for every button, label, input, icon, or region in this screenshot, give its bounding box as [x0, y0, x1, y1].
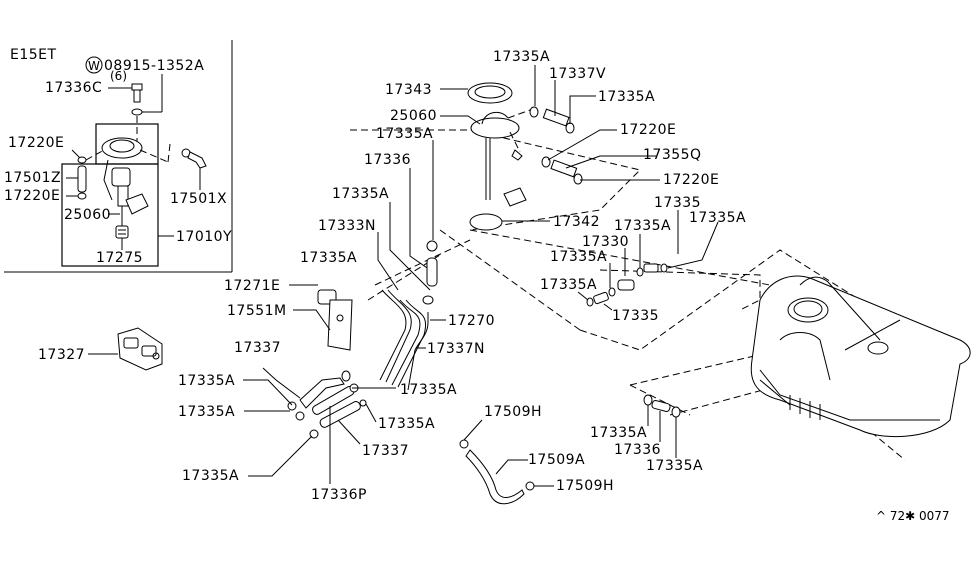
- part-label[interactable]: 17335A: [400, 382, 457, 398]
- part-label[interactable]: 17220E: [663, 172, 719, 188]
- clamp-icon: [77, 156, 87, 164]
- top-parts: [467, 82, 583, 231]
- fuel-tank-icon: [750, 275, 971, 437]
- part-label[interactable]: 17509H: [484, 404, 542, 420]
- screw-icon: [131, 83, 143, 103]
- part-label[interactable]: 17336P: [311, 487, 367, 503]
- part-label[interactable]: 17355Q: [643, 147, 702, 163]
- part-label[interactable]: 17335A: [376, 126, 433, 142]
- part-label[interactable]: 17337: [234, 340, 281, 356]
- part-label[interactable]: 17327: [38, 347, 85, 363]
- part-label[interactable]: 17335A: [550, 249, 607, 265]
- part-label-bolt[interactable]: 08915-1352A: [104, 58, 204, 74]
- lower-hoses: [243, 367, 396, 484]
- part-label[interactable]: 17335A: [300, 250, 357, 266]
- packing-icon: [469, 213, 503, 231]
- engine-code-label: E15ET: [10, 47, 57, 63]
- part-label[interactable]: 17335A: [182, 468, 239, 484]
- fuel-pump-icon: [101, 137, 149, 215]
- vapor-hose-icon: [459, 419, 554, 505]
- part-label-sender[interactable]: 25060: [64, 207, 111, 223]
- washer-icon: [131, 108, 143, 116]
- washer-symbol-icon: [85, 56, 103, 74]
- part-label[interactable]: 17343: [385, 82, 432, 98]
- part-label[interactable]: 17335A: [540, 277, 597, 293]
- part-label[interactable]: 17330: [582, 234, 629, 250]
- part-label[interactable]: 17335: [654, 195, 701, 211]
- tank-hose: [643, 394, 681, 458]
- part-label[interactable]: 17337V: [549, 66, 606, 82]
- part-label[interactable]: 17333N: [318, 218, 376, 234]
- part-label[interactable]: 17335A: [598, 89, 655, 105]
- leaders-top: [377, 65, 660, 291]
- fuel-tubes: [379, 240, 446, 391]
- part-label[interactable]: 17335: [612, 308, 659, 324]
- hose-icon: [77, 165, 87, 193]
- part-label[interactable]: 17336: [364, 152, 411, 168]
- part-label-pump-assembly[interactable]: 17010Y: [176, 229, 232, 245]
- part-label[interactable]: 17271E: [224, 278, 280, 294]
- part-label[interactable]: 17551M: [227, 303, 287, 319]
- part-label[interactable]: 17335A: [493, 49, 550, 65]
- clamp-icon: [77, 192, 87, 200]
- part-label[interactable]: 17335A: [689, 210, 746, 226]
- mounting-bracket-icon: [327, 299, 353, 351]
- fuel-filter-icon: [617, 279, 635, 291]
- part-label-screw[interactable]: 17336C: [45, 80, 102, 96]
- part-label[interactable]: 17335A: [178, 373, 235, 389]
- hose-right-icon: [181, 148, 207, 169]
- part-label-hose-right[interactable]: 17501X: [170, 191, 227, 207]
- part-label[interactable]: 17335A: [378, 416, 435, 432]
- part-label[interactable]: 17509H: [556, 478, 614, 494]
- part-label[interactable]: 25060: [390, 108, 437, 124]
- part-label[interactable]: 17335A: [178, 404, 235, 420]
- part-labels: 17335A 17337V 17335A 17343 25060 17335A …: [38, 49, 950, 523]
- part-label[interactable]: 17335A: [332, 186, 389, 202]
- part-label[interactable]: 17220E: [620, 122, 676, 138]
- washer-symbol: W: [88, 59, 100, 73]
- pump-box-lower: [61, 163, 159, 267]
- part-label[interactable]: 17270: [448, 313, 495, 329]
- part-label-clamp-bottom[interactable]: 17220E: [4, 188, 60, 204]
- part-label[interactable]: 17509A: [528, 452, 585, 468]
- bolt-qty: (6): [110, 69, 127, 83]
- part-label-hose[interactable]: 17501Z: [4, 170, 61, 186]
- part-label[interactable]: 17336: [614, 442, 661, 458]
- right-connectors: [577, 210, 719, 311]
- filter-icon: [115, 225, 129, 239]
- diagram-reference-code: ^ 72✱ 0077: [876, 509, 950, 523]
- part-label[interactable]: 17335A: [614, 218, 671, 234]
- part-label-filter[interactable]: 17275: [96, 250, 143, 266]
- sender-unit-icon: [470, 111, 527, 207]
- bracket-group: [289, 284, 353, 351]
- part-label[interactable]: 17335A: [646, 458, 703, 474]
- part-label[interactable]: 17342: [553, 214, 600, 230]
- part-label-clamp-top[interactable]: 17220E: [8, 135, 64, 151]
- part-label[interactable]: 17337N: [427, 341, 485, 357]
- part-label[interactable]: 17337: [362, 443, 409, 459]
- tube-clip-icon: [117, 327, 163, 371]
- part-label[interactable]: 17335A: [590, 425, 647, 441]
- inset-panel: E15ET W 08915-1352A (6) 17336C 17010Y: [4, 40, 233, 273]
